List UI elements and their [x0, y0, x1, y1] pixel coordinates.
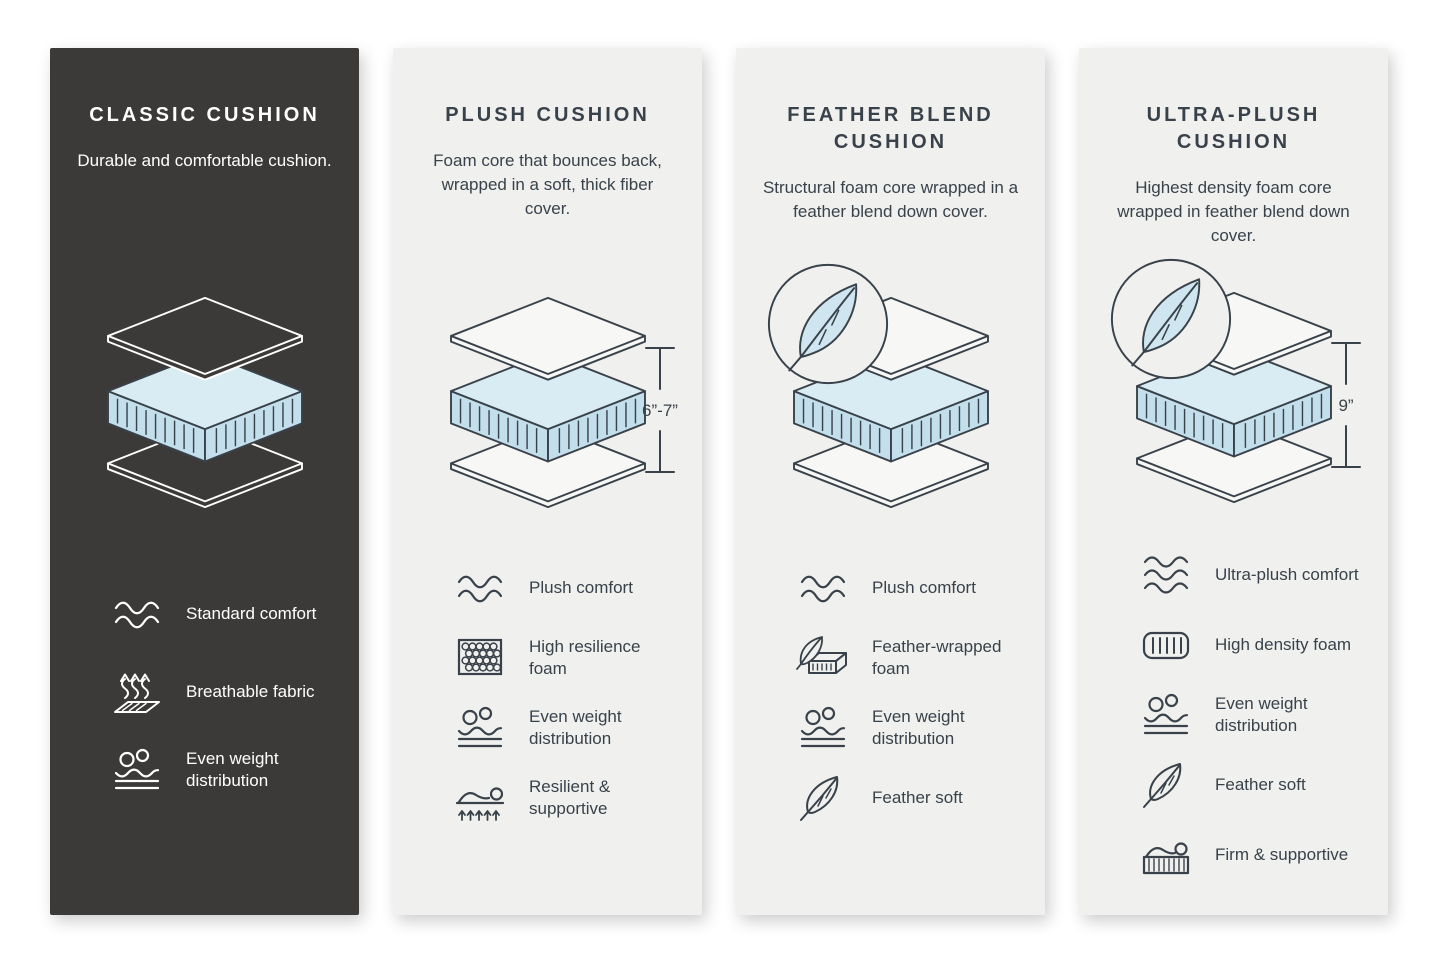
wave3-icon — [1139, 551, 1193, 599]
feature-feather-soft: Feather soft — [1139, 761, 1360, 809]
feature-label: Even weight distribution — [1215, 694, 1308, 735]
feature-label: Plush comfort — [872, 578, 976, 598]
feather-icon — [796, 774, 850, 822]
feature-ultra-plush-comfort: Ultra-plush comfort — [1139, 551, 1360, 599]
measurement-bracket: 9” — [1331, 342, 1361, 469]
feature-even-weight: Even weight distribution — [453, 704, 674, 752]
cushion-layers-illustration — [432, 292, 664, 513]
panel-feather-blend-cushion: FEATHER BLEND CUSHION Structural foam co… — [736, 48, 1045, 915]
thickness-measurement: 9” — [1316, 339, 1376, 476]
even-weight-icon — [453, 704, 507, 752]
feature-standard-comfort: Standard comfort — [110, 590, 331, 638]
panel-ultra-plush-cushion: ULTRA-PLUSH CUSHION Highest density foam… — [1079, 48, 1388, 915]
panel-title: CLASSIC CUSHION — [89, 104, 320, 126]
panel-description: Foam core that bounces back, wrapped in … — [433, 151, 662, 219]
thickness-measurement: 6”-7” — [630, 344, 690, 481]
feature-label: Even weight distribution — [529, 707, 622, 748]
feature-breathable-fabric: Breathable fabric — [110, 668, 331, 716]
panel-header: ULTRA-PLUSH CUSHION Highest density foam… — [1103, 102, 1364, 249]
cushion-layers-illustration — [89, 292, 321, 513]
even-weight-icon — [1139, 691, 1193, 739]
feature-plush-comfort: Plush comfort — [453, 564, 674, 612]
feature-high-density-foam: High density foam — [1139, 621, 1360, 669]
feature-label: Plush comfort — [529, 578, 633, 598]
panel-description: Highest density foam core wrapped in fea… — [1117, 178, 1350, 246]
even-weight-icon — [796, 704, 850, 752]
feature-label: High resilience foam — [529, 637, 641, 678]
high-density-foam-icon — [1139, 621, 1193, 669]
panel-title: FEATHER BLEND CUSHION — [787, 104, 994, 153]
feature-firm-supportive: Firm & supportive — [1139, 831, 1360, 879]
feature-list: Plush comfort Feather-wrapped foam Even … — [760, 564, 1021, 822]
panel-description: Structural foam core wrapped in a feathe… — [762, 178, 1019, 222]
foam-grid-icon — [453, 634, 507, 682]
firm-supportive-icon — [1139, 831, 1193, 879]
cushion-diagram — [760, 266, 1021, 538]
breathable-fabric-icon — [110, 668, 164, 716]
feature-label: Firm & supportive — [1215, 845, 1349, 865]
feature-label: Breathable fabric — [186, 682, 315, 702]
panel-header: PLUSH CUSHION Foam core that bounces bac… — [417, 102, 678, 254]
cushion-diagram — [74, 266, 335, 538]
feature-label: Feather soft — [1215, 775, 1306, 795]
measurement-label: 9” — [1338, 396, 1353, 415]
panel-description: Durable and comfortable cushion. — [77, 151, 332, 170]
feature-even-weight: Even weight distribution — [110, 746, 331, 794]
panel-classic-cushion: CLASSIC CUSHION Durable and comfortable … — [50, 48, 359, 915]
feature-feather-soft: Feather soft — [796, 774, 1017, 822]
feature-label: Standard comfort — [186, 604, 317, 624]
feature-label: Even weight distribution — [186, 749, 279, 790]
feature-plush-comfort: Plush comfort — [796, 564, 1017, 612]
wave-icon — [796, 564, 850, 612]
feature-list: Ultra-plush comfort High density foam Ev… — [1103, 551, 1364, 879]
feature-even-weight: Even weight distribution — [796, 704, 1017, 752]
feature-label: Feather-wrapped foam — [872, 637, 1002, 678]
measurement-bracket: 6”-7” — [642, 347, 678, 473]
feather-badge-icon — [1109, 257, 1233, 381]
cushion-diagram: 6”-7” — [417, 266, 678, 538]
feature-list: Standard comfort Breathable fabric Even … — [74, 590, 335, 794]
feature-feather-wrapped-foam: Feather-wrapped foam — [796, 634, 1017, 682]
even-weight-icon — [110, 746, 164, 794]
feature-list: Plush comfort High resilience foam Even … — [417, 564, 678, 822]
feature-even-weight: Even weight distribution — [1139, 691, 1360, 739]
panel-title: ULTRA-PLUSH CUSHION — [1146, 104, 1321, 153]
feature-label: Feather soft — [872, 788, 963, 808]
panel-plush-cushion: PLUSH CUSHION Foam core that bounces bac… — [393, 48, 702, 915]
feature-label: High density foam — [1215, 635, 1352, 655]
panel-header: FEATHER BLEND CUSHION Structural foam co… — [760, 102, 1021, 254]
feather-foam-icon — [796, 634, 850, 682]
feature-high-resilience-foam: High resilience foam — [453, 634, 674, 682]
wave-icon — [453, 564, 507, 612]
feature-label: Even weight distribution — [872, 707, 965, 748]
feather-icon — [1139, 761, 1193, 809]
feature-resilient-supportive: Resilient & supportive — [453, 774, 674, 822]
wave-icon — [110, 590, 164, 638]
feature-label: Resilient & supportive — [529, 777, 611, 818]
measurement-label: 6”-7” — [642, 401, 678, 420]
panel-header: CLASSIC CUSHION Durable and comfortable … — [74, 102, 335, 254]
feather-badge-icon — [766, 262, 890, 386]
panel-title: PLUSH CUSHION — [445, 104, 650, 126]
feature-label: Ultra-plush comfort — [1215, 565, 1359, 585]
cushion-diagram: 9” — [1103, 261, 1364, 525]
resilient-supportive-icon — [453, 774, 507, 822]
